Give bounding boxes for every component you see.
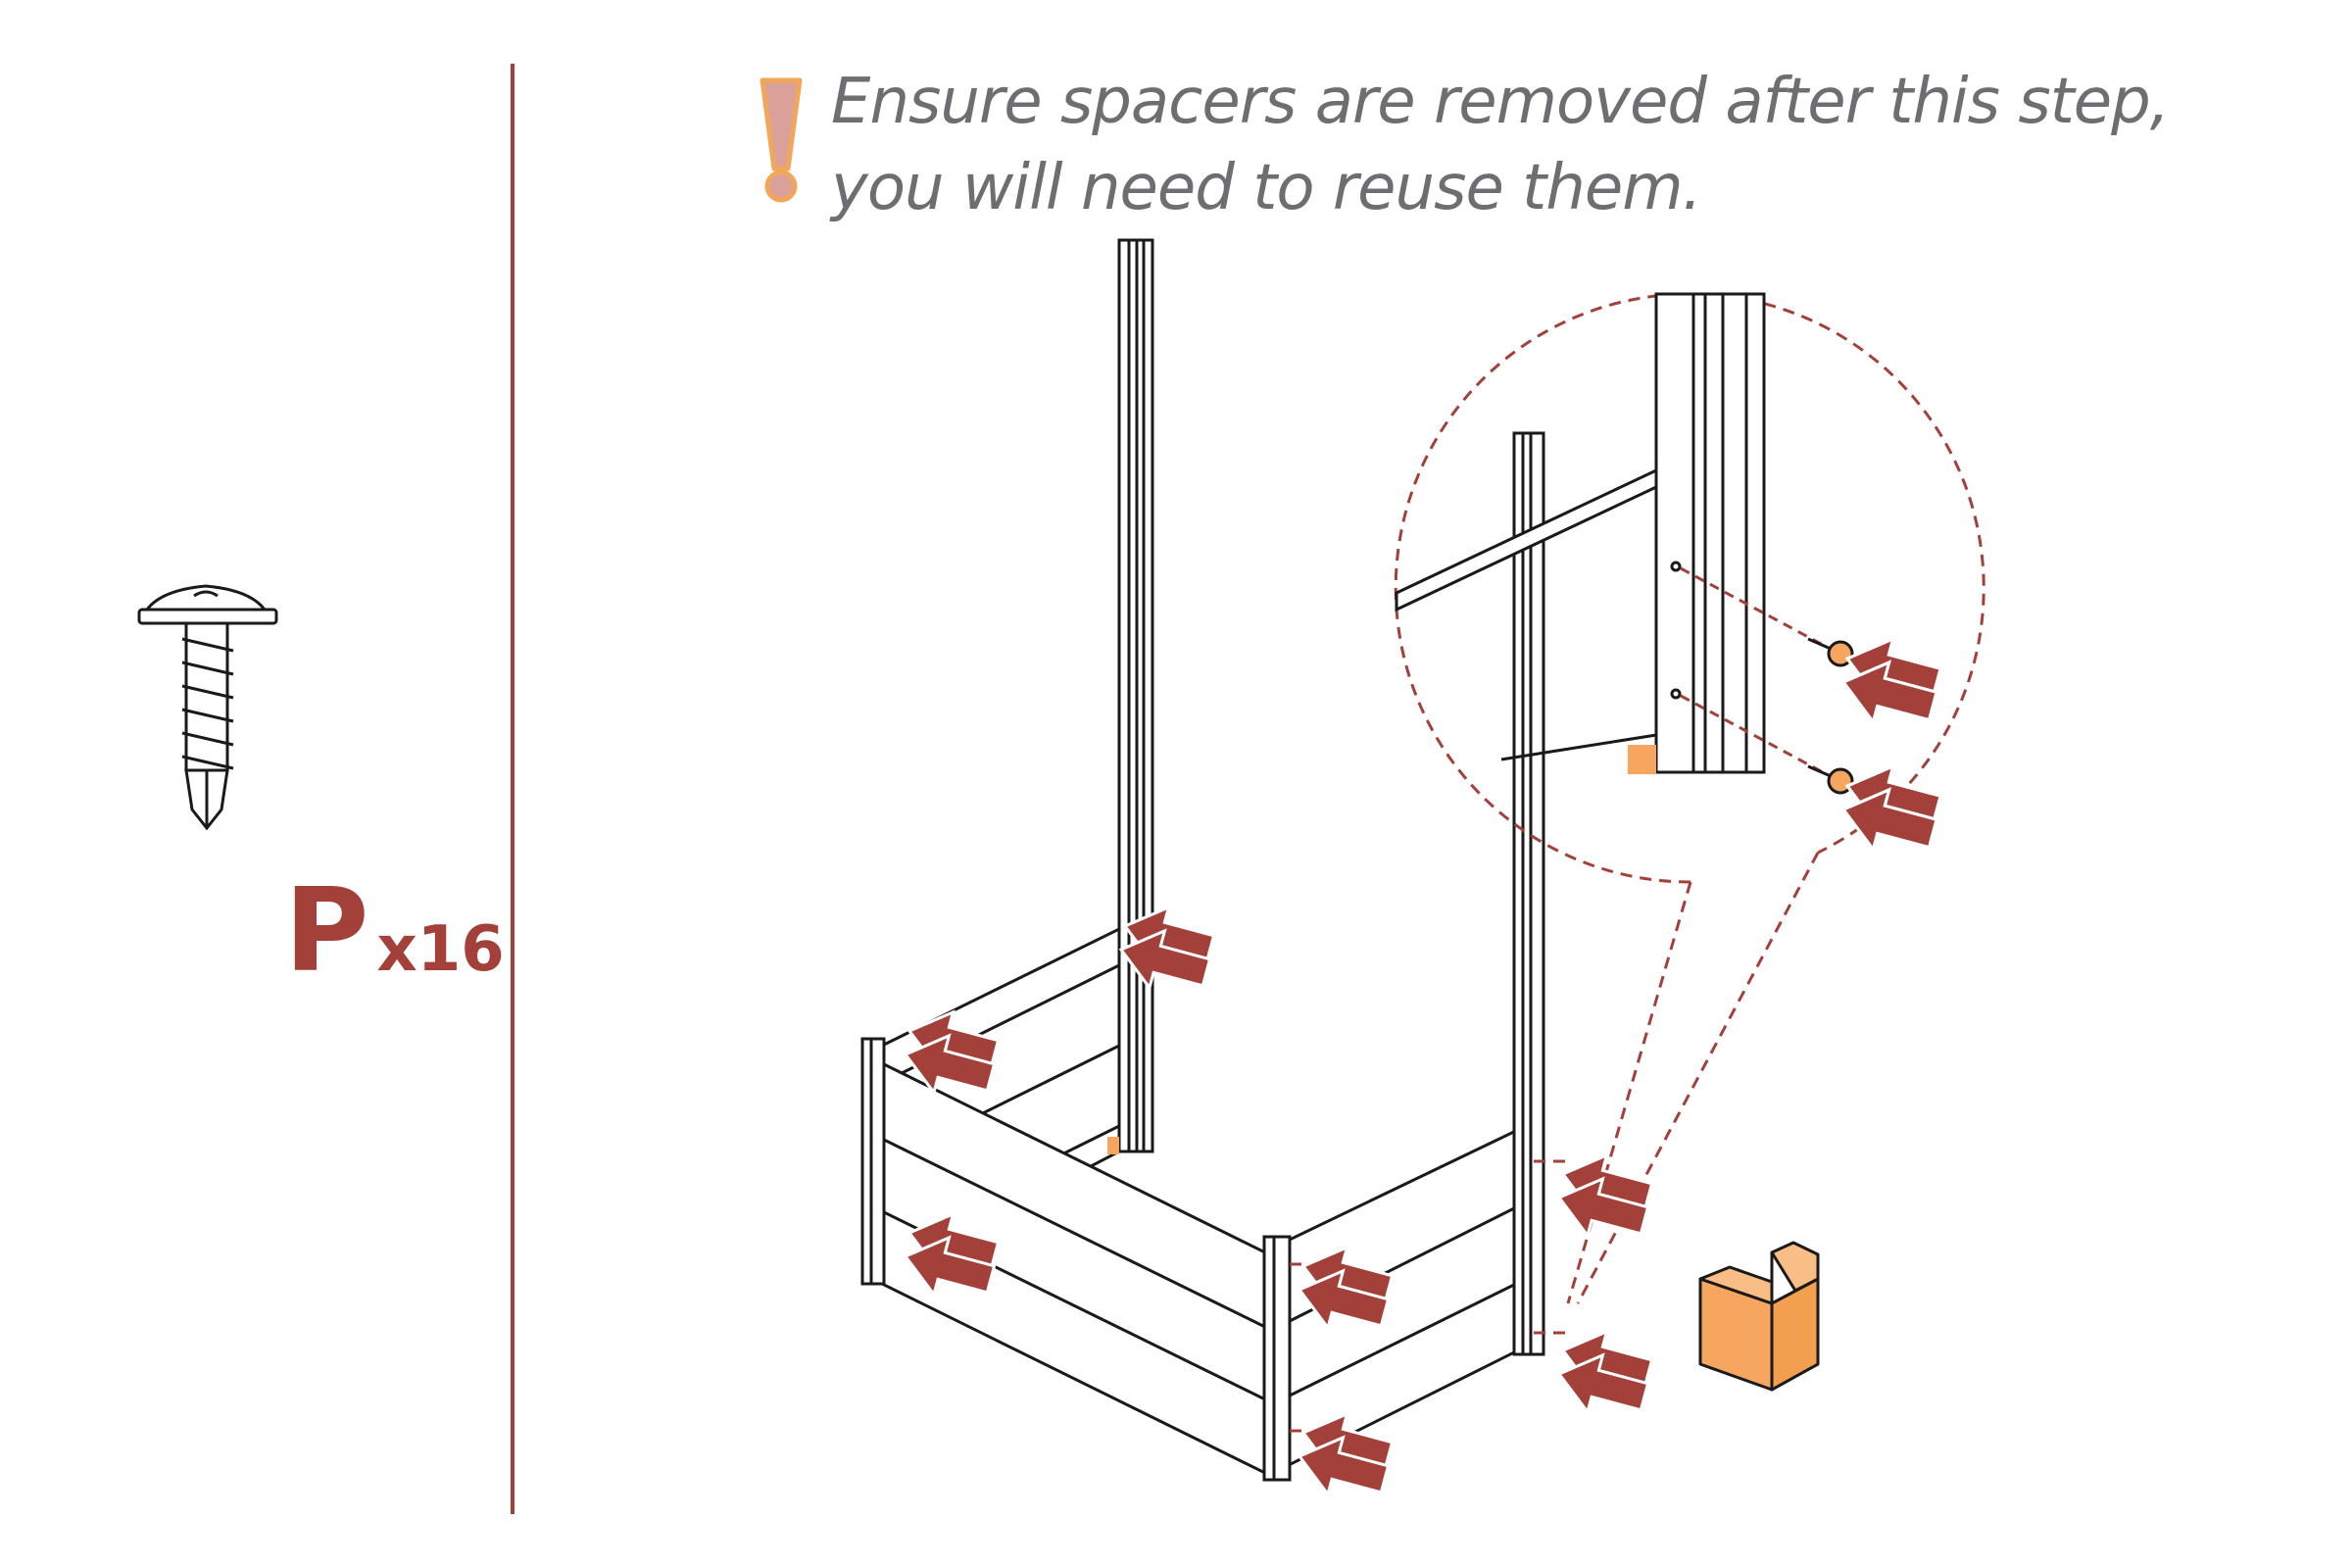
detail-screw-upper [1807,637,1854,667]
arrow-icon [1297,1268,1391,1332]
part-quantity: x16 [376,913,505,986]
arrow-icon [1297,1435,1391,1498]
detail-screw-lower [1807,764,1854,795]
corner-post-left [860,1037,886,1286]
bed-frame [860,238,1545,1482]
spacer-bottom [1107,1137,1119,1154]
exclamation-icon [760,77,803,203]
arrow-icon [1118,928,1212,992]
arrow-icon [1556,1176,1650,1240]
arrow-icon [1840,787,1939,854]
arrow-icon [1840,660,1939,726]
part-letter: P [284,862,368,998]
spacer-icon [1698,1241,1820,1392]
arrows [903,636,1943,1498]
warning-note: Ensure spacers are removed after this st… [831,59,2170,231]
spacer-in-detail [1628,745,1656,774]
note-line-1: Ensure spacers are removed after this st… [831,66,2170,138]
note-line-2: you will need to reuse them. [831,152,1702,224]
arrow-icon [903,1235,997,1298]
tall-post-right [1512,431,1545,1356]
arrow-icon [903,1033,997,1097]
arrow-icon [1556,1352,1650,1416]
corner-post-front [1262,1235,1292,1482]
zoom-detail [1394,292,1985,884]
screw-icon [137,584,278,831]
